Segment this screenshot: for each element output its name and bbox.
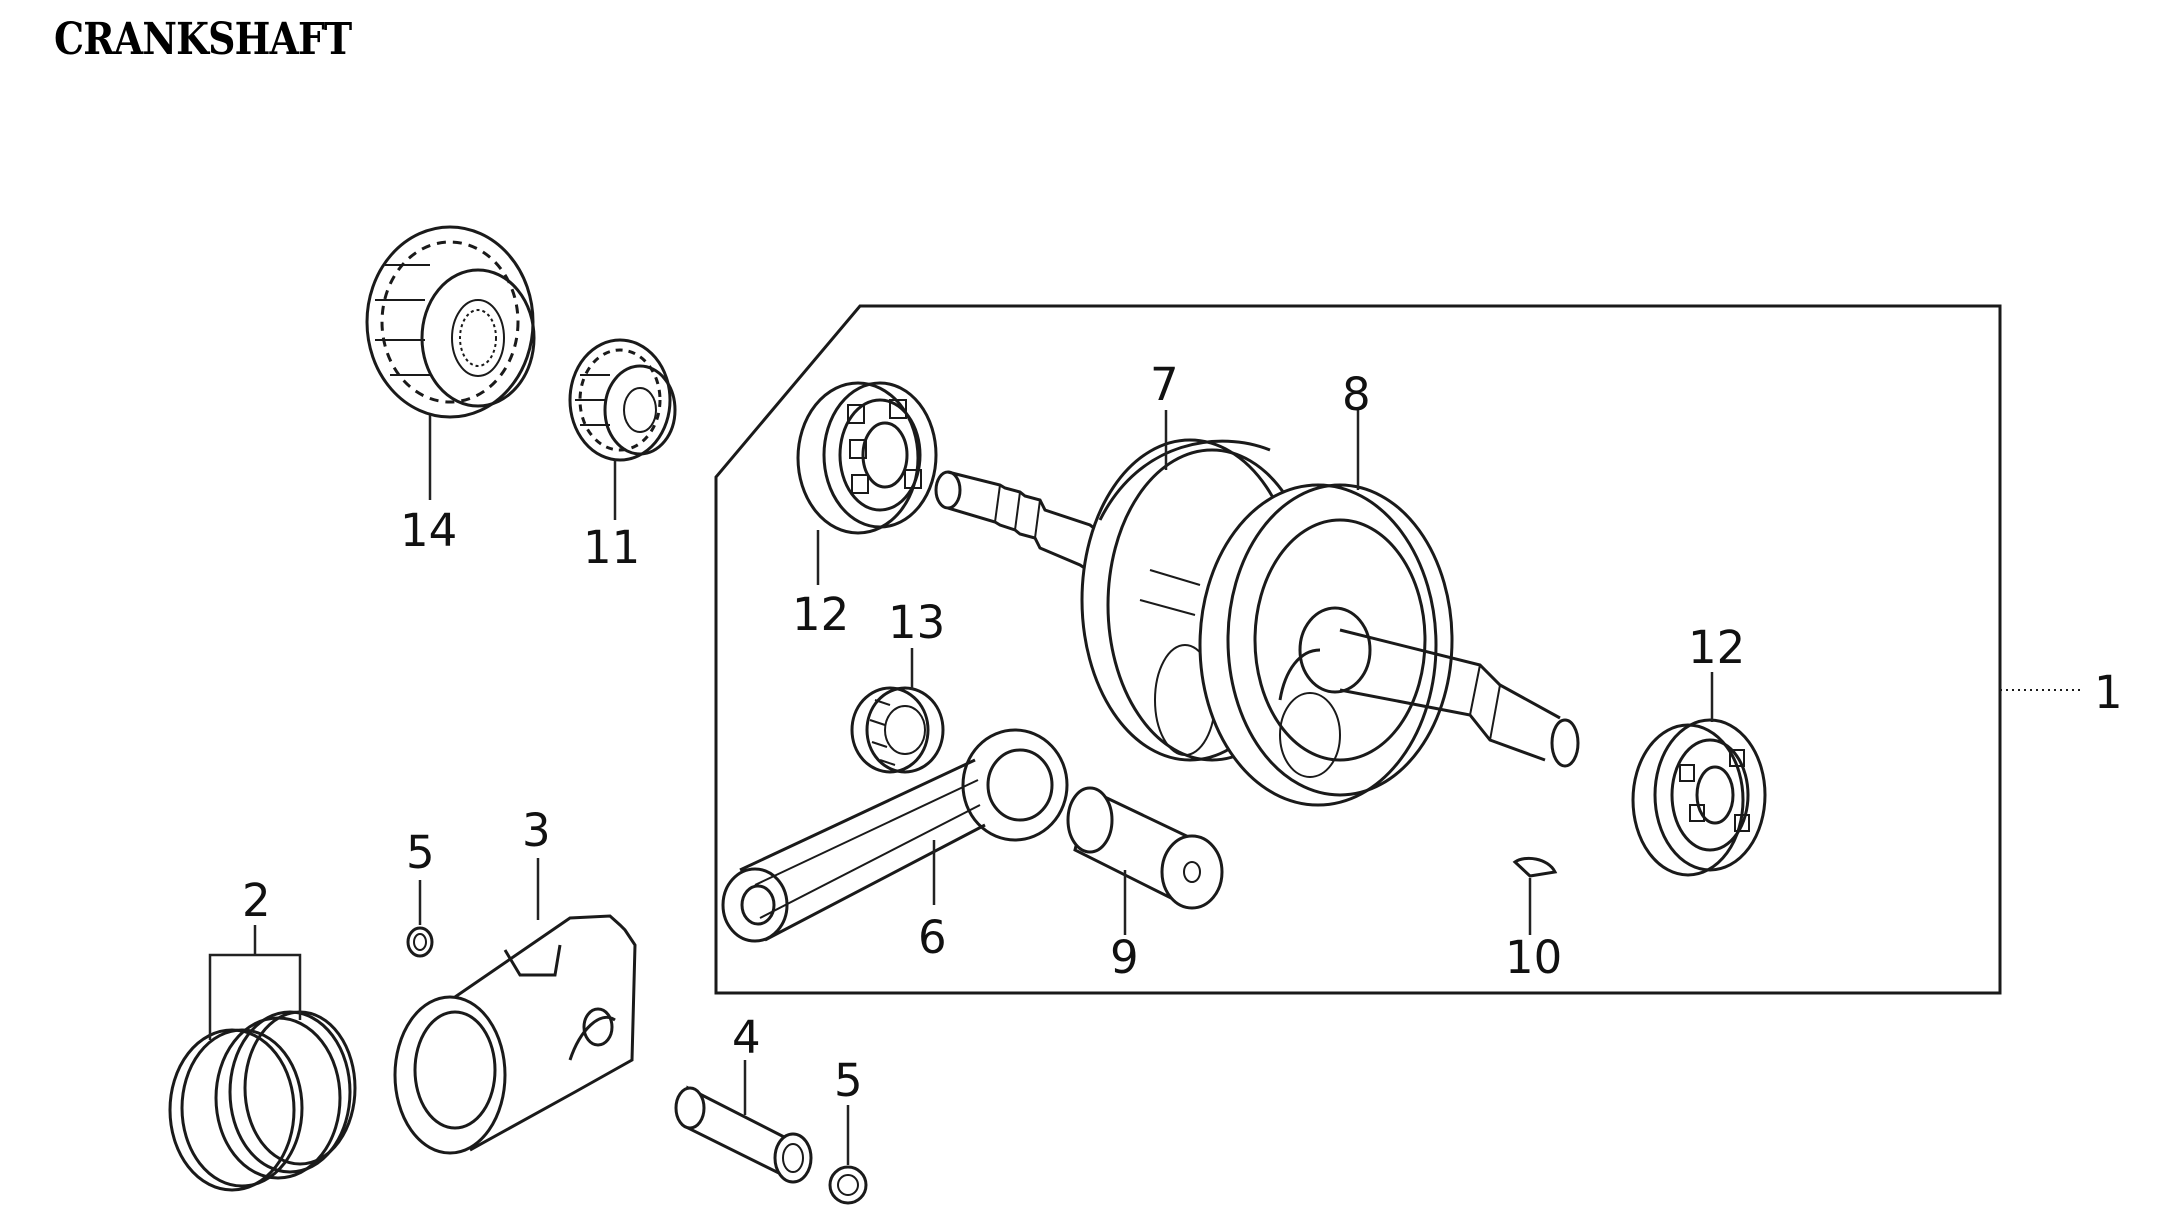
piston-rings-2 bbox=[168, 1010, 357, 1192]
circlip-5-lower bbox=[828, 1165, 868, 1205]
callout-12-left: 12 bbox=[792, 588, 850, 641]
piston-3 bbox=[393, 914, 637, 1155]
callout-2: 2 bbox=[242, 874, 271, 927]
bearing-12-right bbox=[1631, 718, 1767, 877]
callout-13: 13 bbox=[888, 596, 946, 649]
callout-14: 14 bbox=[400, 504, 458, 557]
callout-7: 7 bbox=[1150, 358, 1179, 411]
crankshaft-left-shaft bbox=[934, 470, 1111, 580]
callout-10: 10 bbox=[1505, 931, 1563, 984]
page-title: CRANKSHAFT bbox=[54, 14, 352, 65]
callout-4: 4 bbox=[732, 1011, 761, 1064]
gear-11 bbox=[568, 338, 677, 462]
crankshaft-right-shaft bbox=[1339, 628, 1580, 768]
callout-1: 1 bbox=[2094, 666, 2123, 719]
bearing-12-left bbox=[796, 381, 938, 535]
callout-12-right: 12 bbox=[1688, 621, 1746, 674]
callout-5-upper: 5 bbox=[406, 826, 435, 879]
gear-14 bbox=[365, 225, 536, 419]
piston-pin-4 bbox=[674, 1085, 813, 1184]
callout-9: 9 bbox=[1110, 931, 1139, 984]
crank-pin-9 bbox=[1066, 786, 1224, 910]
callout-3: 3 bbox=[522, 804, 551, 857]
leader-2 bbox=[208, 925, 302, 1040]
crank-web-8 bbox=[1198, 483, 1454, 807]
callout-6: 6 bbox=[918, 911, 947, 964]
callout-11: 11 bbox=[583, 521, 641, 574]
callout-5-lower: 5 bbox=[834, 1054, 863, 1107]
callout-8: 8 bbox=[1342, 368, 1371, 421]
circlip-5-upper bbox=[406, 926, 434, 958]
assembly-boundary-box bbox=[714, 304, 2002, 995]
connecting-rod-6 bbox=[721, 728, 1069, 943]
needle-bearing-13 bbox=[850, 686, 945, 774]
woodruff-key-10 bbox=[1512, 856, 1558, 878]
